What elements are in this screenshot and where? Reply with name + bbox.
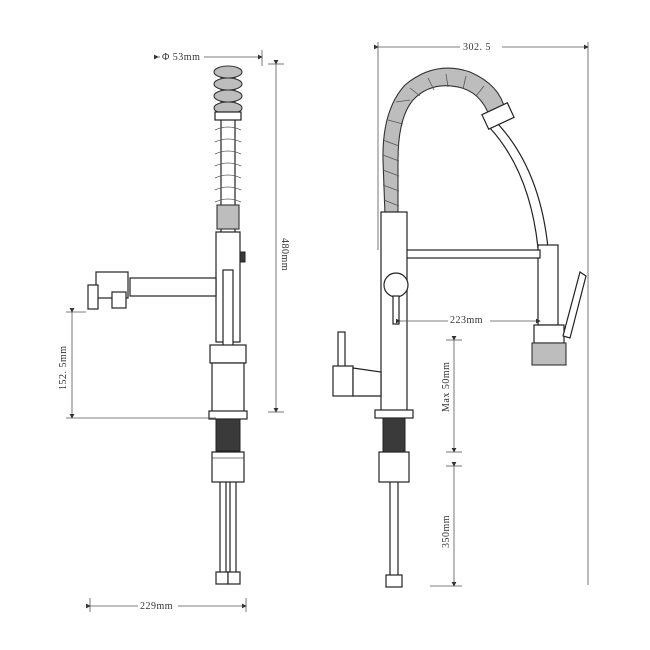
label-deck-thickness: Max 50mm [441, 362, 452, 412]
front-handle [222, 269, 234, 349]
front-view [87, 65, 248, 585]
side-spray-nozzle [531, 342, 567, 366]
label-base-width: 229mm [140, 601, 173, 612]
front-spring [213, 65, 243, 235]
side-spray-head [537, 244, 559, 326]
side-spring [382, 67, 506, 216]
dimension-labels: Φ 53mm 302. 5 480mm 223mm 152. 5mm Max 5… [58, 40, 502, 612]
dimension-lines [66, 42, 589, 612]
label-side-spout-height: 152. 5mm [58, 345, 69, 390]
side-spray-lever [562, 271, 587, 339]
label-hose-length: 350mm [441, 515, 452, 548]
side-swivel [383, 272, 409, 298]
label-height: 480mm [279, 238, 290, 271]
label-overall-reach: 302. 5 [463, 42, 491, 53]
front-side-spout [87, 271, 217, 310]
side-view [332, 67, 587, 588]
label-spout-width: Φ 53mm [162, 52, 200, 63]
front-hoses [215, 482, 241, 585]
front-mount-nut [211, 451, 245, 483]
label-spout-offset: 223mm [450, 315, 483, 326]
side-arm [404, 249, 541, 259]
side-handle-lever [337, 331, 346, 369]
side-handle-block [332, 365, 354, 397]
side-mount-shank [382, 417, 406, 453]
front-base-collar [209, 344, 247, 364]
front-mount-shank [215, 418, 241, 452]
side-mount-nut [378, 451, 410, 483]
